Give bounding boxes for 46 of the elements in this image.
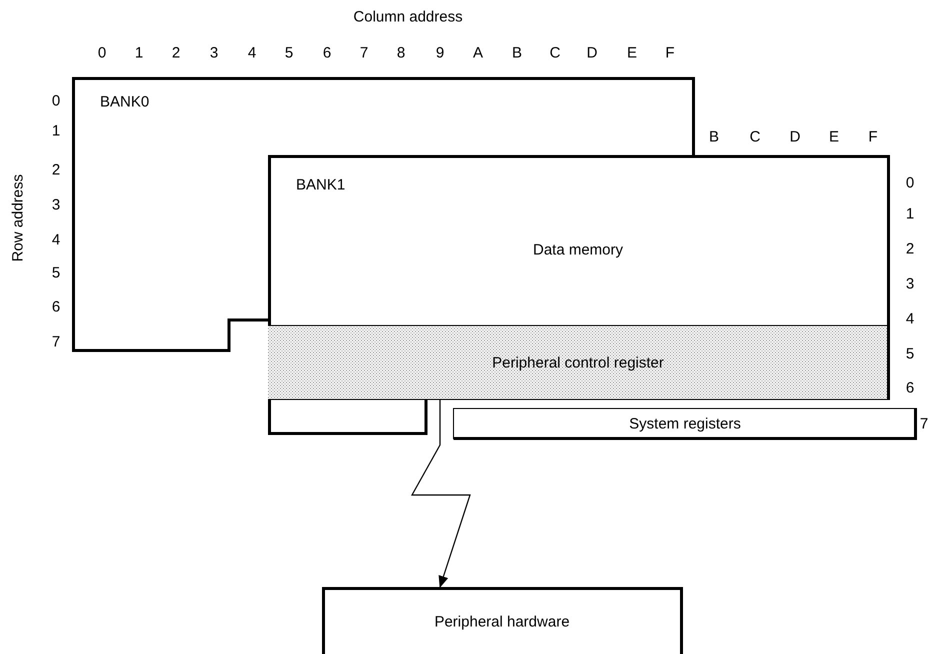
column-number: C bbox=[550, 46, 560, 60]
row-number: 3 bbox=[906, 276, 914, 292]
row-number: 2 bbox=[906, 242, 914, 256]
row-number: 6 bbox=[906, 380, 914, 396]
row-number: 6 bbox=[52, 300, 60, 314]
column-number: F bbox=[868, 130, 878, 144]
column-number: E bbox=[627, 46, 637, 60]
column-number: 9 bbox=[436, 46, 444, 60]
zigzag-arrow bbox=[410, 400, 471, 588]
row-number: 2 bbox=[52, 162, 60, 178]
row-number: 1 bbox=[52, 124, 60, 138]
bank-label: BANK0 bbox=[100, 94, 150, 110]
column-number: D bbox=[790, 130, 800, 144]
column-number: C bbox=[750, 130, 760, 144]
column-number: 4 bbox=[248, 46, 256, 60]
axis-title: Column address bbox=[353, 10, 463, 24]
row-number: 0 bbox=[52, 94, 60, 108]
row-number: 7 bbox=[52, 334, 60, 350]
column-number: B bbox=[512, 46, 522, 60]
node-label: Peripheral control register bbox=[492, 356, 664, 370]
column-number: 2 bbox=[172, 46, 180, 60]
column-number: D bbox=[586, 46, 598, 60]
bank-label: BANK1 bbox=[296, 178, 346, 192]
column-number: 6 bbox=[322, 46, 332, 60]
column-number: 1 bbox=[134, 46, 144, 60]
row-number: 1 bbox=[906, 206, 914, 222]
row-number: 5 bbox=[906, 346, 914, 362]
column-number: 0 bbox=[98, 46, 106, 60]
column-number: 8 bbox=[396, 46, 406, 60]
row-number: 0 bbox=[906, 176, 914, 190]
row-number: 3 bbox=[52, 198, 60, 212]
column-number: F bbox=[665, 46, 675, 60]
node-label: System registers bbox=[629, 416, 741, 432]
row-number: 7 bbox=[920, 416, 928, 432]
node-label: Peripheral hardware bbox=[434, 614, 570, 630]
axis-title: Row address bbox=[10, 174, 26, 262]
row-number: 4 bbox=[52, 232, 60, 248]
column-number: E bbox=[829, 130, 839, 144]
column-number: B bbox=[709, 130, 719, 144]
region-label: Data memory bbox=[532, 242, 624, 258]
column-number: A bbox=[473, 46, 483, 60]
row-number: 5 bbox=[52, 266, 60, 280]
column-number: 5 bbox=[284, 46, 294, 60]
row-number: 4 bbox=[906, 312, 914, 326]
column-number: 7 bbox=[360, 46, 368, 60]
column-number: 3 bbox=[210, 46, 218, 60]
